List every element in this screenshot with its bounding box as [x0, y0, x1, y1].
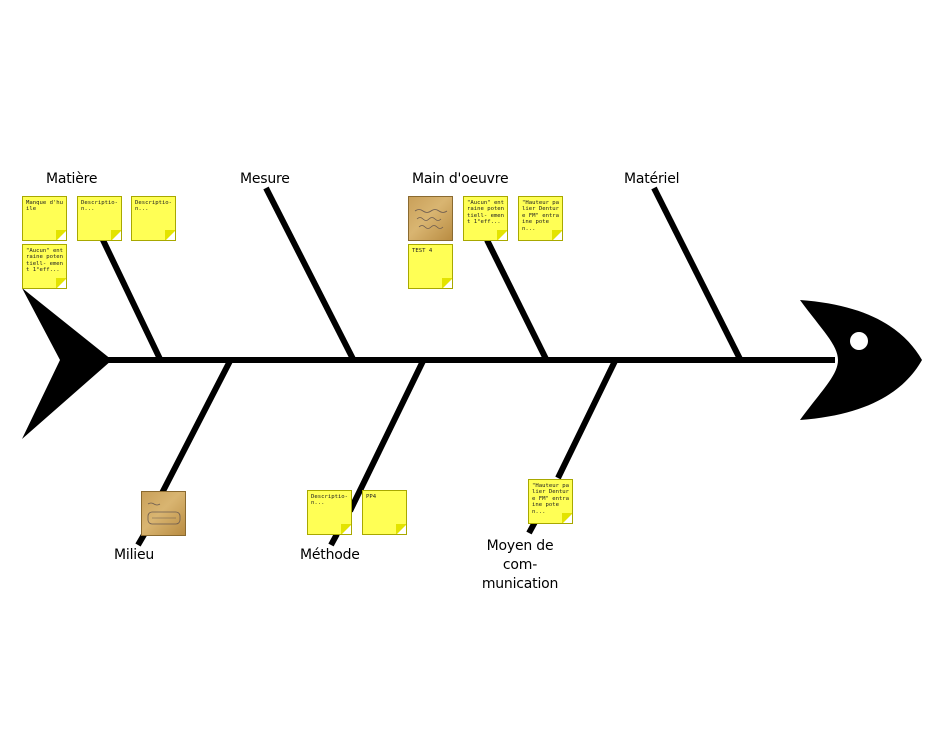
note-text: "Aucun" entraine potentiell- ement 1°eff… [467, 200, 505, 226]
sticky-note[interactable]: "Aucun" entraine potentiell- ement 1°eff… [22, 244, 67, 289]
note-text: TEST 4 [412, 248, 433, 254]
note-text: PP4 [366, 494, 377, 500]
note-fold-icon [165, 230, 175, 240]
sticky-note[interactable]: PP4 [362, 490, 407, 535]
bone-milieu[interactable] [157, 359, 233, 499]
note-text: "Aucun" entraine potentiell- ement 1°eff… [26, 248, 64, 274]
note-text: Manque d'huile [26, 200, 64, 213]
note-text: Descriptio- n... [135, 200, 173, 213]
sticky-note[interactable]: Descriptio- n... [307, 490, 352, 535]
fish-head [800, 300, 922, 420]
sticky-note[interactable]: Descriptio- n... [131, 196, 176, 241]
note-text: Descriptio- n... [81, 200, 119, 213]
note-fold-icon [56, 230, 66, 240]
sticky-note[interactable]: "Aucun" entraine potentiell- ement 1°eff… [463, 196, 508, 241]
bone-methode-tip [328, 532, 340, 547]
note-fold-icon [497, 230, 507, 240]
note-fold-icon [442, 278, 452, 288]
label-moyen-com: Moyen de com- munication [481, 538, 559, 592]
label-milieu: Milieu [114, 547, 155, 563]
note-fold-icon [341, 524, 351, 534]
sticky-note[interactable]: Descriptio- n... [77, 196, 122, 241]
note-fold-icon [562, 513, 572, 523]
fish-tail [22, 288, 112, 439]
note-fold-icon [56, 278, 66, 288]
fish-eye [850, 332, 868, 350]
sticky-note[interactable]: "Hauteur palier Denture FM" entraine pot… [528, 479, 573, 524]
sketch-note-photo[interactable] [141, 491, 186, 536]
label-materiel: Matériel [624, 171, 680, 187]
sticky-note[interactable]: "Hauteur palier Denture FM" entraine pot… [518, 196, 563, 241]
bone-methode[interactable] [347, 359, 426, 513]
bone-materiel[interactable] [651, 186, 743, 361]
bone-mesure[interactable] [263, 186, 356, 361]
note-text: Descriptio- n... [311, 494, 349, 507]
label-mesure: Mesure [240, 171, 290, 187]
note-fold-icon [111, 230, 121, 240]
label-main-oeuvre: Main d'oeuvre [412, 171, 509, 187]
note-fold-icon [552, 230, 562, 240]
bone-matiere[interactable] [99, 236, 163, 361]
sketch-drawing-icon [147, 502, 181, 525]
sticky-note[interactable]: Manque d'huile [22, 196, 67, 241]
bone-main-oeuvre[interactable] [484, 238, 549, 361]
note-fold-icon [396, 524, 406, 534]
label-matiere: Matière [46, 171, 98, 187]
label-methode: Méthode [300, 547, 360, 563]
handwritten-note-photo[interactable] [408, 196, 453, 241]
note-text: "Hauteur palier Denture FM" entraine pot… [532, 483, 570, 515]
bone-moyen-com[interactable] [555, 359, 618, 480]
note-text: "Hauteur palier Denture FM" entraine pot… [522, 200, 560, 232]
sticky-note[interactable]: TEST 4 [408, 244, 453, 289]
handwriting-scribble-icon [414, 209, 448, 229]
